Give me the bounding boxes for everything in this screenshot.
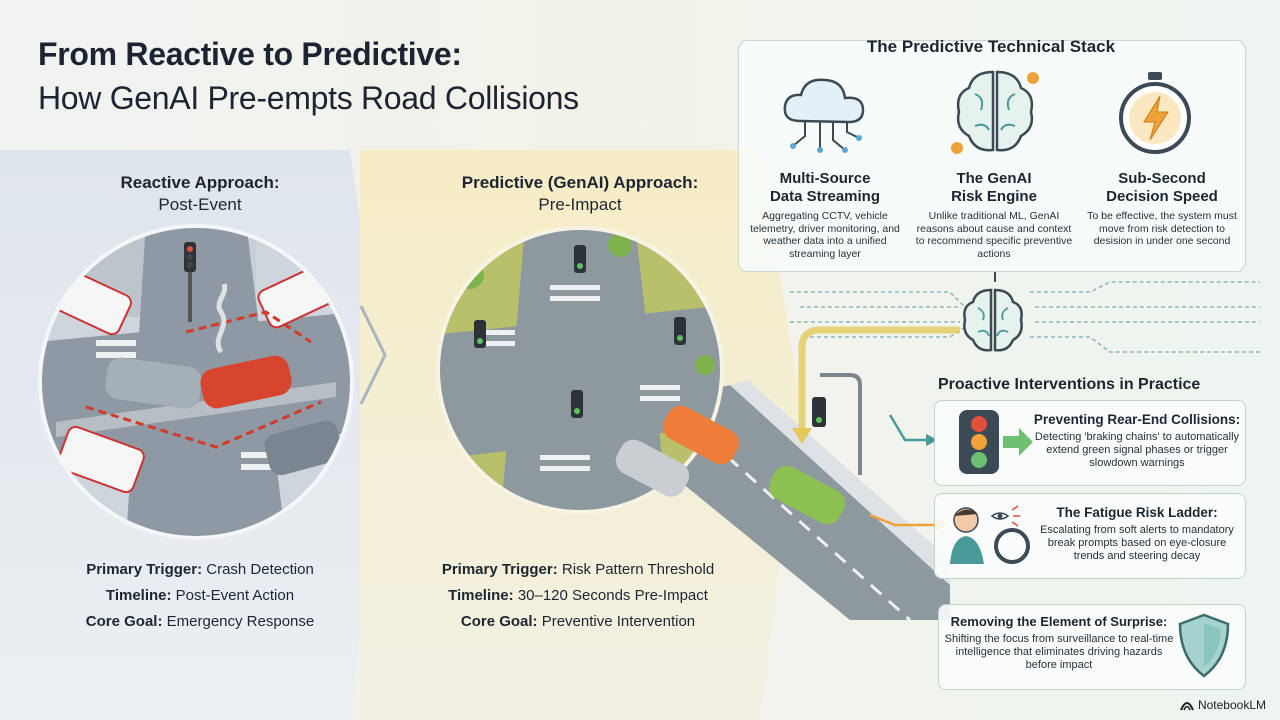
reactive-subheading: Post-Event	[158, 195, 242, 214]
reactive-stat-row: Core Goal: Emergency Response	[40, 609, 360, 635]
stack-item-heading: Decision Speed	[1106, 188, 1218, 205]
stat-label: Primary Trigger:	[441, 561, 558, 578]
predictive-heading-block: Predictive (GenAI) Approach: Pre-Impact	[430, 172, 730, 216]
brand-name: NotebookLM	[1197, 698, 1266, 712]
stat-label: Core Goal:	[460, 613, 538, 630]
predictive-stat-row: Core Goal: Preventive Intervention	[418, 609, 738, 635]
stack-item-heading: The GenAI	[956, 170, 1032, 187]
stack-item-risk-engine: The GenAI Risk Engine Unlike traditional…	[914, 170, 1074, 260]
reactive-heading-block: Reactive Approach: Post-Event	[60, 172, 340, 216]
predictive-stats: Primary Trigger: Risk Pattern Threshold …	[418, 557, 738, 635]
stat-value: Crash Detection	[206, 561, 314, 578]
stat-value: Post-Event Action	[175, 587, 295, 604]
card-text: The Fatigue Risk Ladder: Escalating from…	[1032, 505, 1242, 563]
stack-item-heading: Data Streaming	[769, 188, 881, 205]
card-desc: Shifting the focus from surveillance to …	[944, 633, 1174, 671]
data-flow-lines	[790, 272, 1260, 353]
drowsy-driver-icon	[950, 505, 1030, 564]
cloud-network-icon	[783, 78, 865, 153]
stat-value: 30–120 Seconds Pre-Impact	[517, 587, 708, 604]
stat-value: Emergency Response	[166, 613, 315, 630]
card-desc: Detecting 'braking chains' to automatica…	[1034, 431, 1240, 469]
interventions-title: Proactive Interventions in Practice	[938, 376, 1201, 393]
chevron-right-icon	[359, 305, 387, 405]
crash-intersection-illustration	[38, 224, 354, 540]
traffic-light-icon	[959, 410, 1033, 474]
card-text: Removing the Element of Surprise: Shifti…	[944, 614, 1174, 672]
stopwatch-icon	[1119, 72, 1191, 154]
brain-hub-icon	[963, 288, 1023, 352]
predictive-subheading: Pre-Impact	[538, 195, 622, 214]
brand-mark: NotebookLM	[1180, 698, 1266, 712]
page-title: From Reactive to Predictive:	[38, 36, 462, 72]
safe-intersection-illustration	[436, 226, 950, 620]
predictive-heading: Predictive (GenAI) Approach:	[461, 173, 699, 192]
stack-item-heading: Risk Engine	[951, 188, 1037, 205]
stat-label: Core Goal:	[85, 613, 163, 630]
notebooklm-logo-icon	[1180, 702, 1194, 711]
stack-item-desc: Aggregating CCTV, vehicle telemetry, dri…	[750, 210, 900, 260]
card-heading: Preventing Rear-End Collisions:	[1033, 412, 1241, 427]
stat-label: Primary Trigger:	[86, 561, 203, 578]
reactive-heading: Reactive Approach:	[120, 173, 280, 192]
card-fatigue-risk-ladder	[934, 493, 1246, 579]
card-heading: The Fatigue Risk Ladder:	[1056, 505, 1218, 520]
predictive-stat-row: Primary Trigger: Risk Pattern Threshold	[418, 557, 738, 583]
stack-item-data-streaming: Multi-Source Data Streaming Aggregating …	[745, 170, 905, 260]
shield-icon	[1178, 613, 1230, 678]
stat-value: Risk Pattern Threshold	[561, 561, 715, 578]
reactive-stats: Primary Trigger: Crash Detection Timelin…	[40, 557, 360, 635]
stack-item-heading: Sub-Second	[1118, 170, 1206, 187]
page-subtitle: How GenAI Pre-empts Road Collisions	[38, 80, 579, 116]
card-desc: Escalating from soft alerts to mandatory…	[1040, 524, 1234, 562]
stack-item-decision-speed: Sub-Second Decision Speed To be effectiv…	[1082, 170, 1242, 248]
stat-label: Timeline:	[105, 587, 172, 604]
brain-circuit-icon	[951, 70, 1039, 154]
card-heading: Removing the Element of Surprise:	[950, 614, 1168, 629]
stat-value: Preventive Intervention	[541, 613, 696, 630]
technical-stack-title: The Predictive Technical Stack	[866, 37, 1116, 56]
stack-item-desc: To be effective, the system must move fr…	[1087, 210, 1237, 247]
reactive-stat-row: Timeline: Post-Event Action	[40, 583, 360, 609]
stat-label: Timeline:	[448, 587, 514, 604]
reactive-stat-row: Primary Trigger: Crash Detection	[40, 557, 360, 583]
predictive-stat-row: Timeline: 30–120 Seconds Pre-Impact	[418, 583, 738, 609]
card-text: Preventing Rear-End Collisions: Detectin…	[1032, 412, 1242, 470]
stack-item-desc: Unlike traditional ML, GenAI reasons abo…	[915, 210, 1073, 260]
stack-item-heading: Multi-Source	[779, 170, 871, 187]
